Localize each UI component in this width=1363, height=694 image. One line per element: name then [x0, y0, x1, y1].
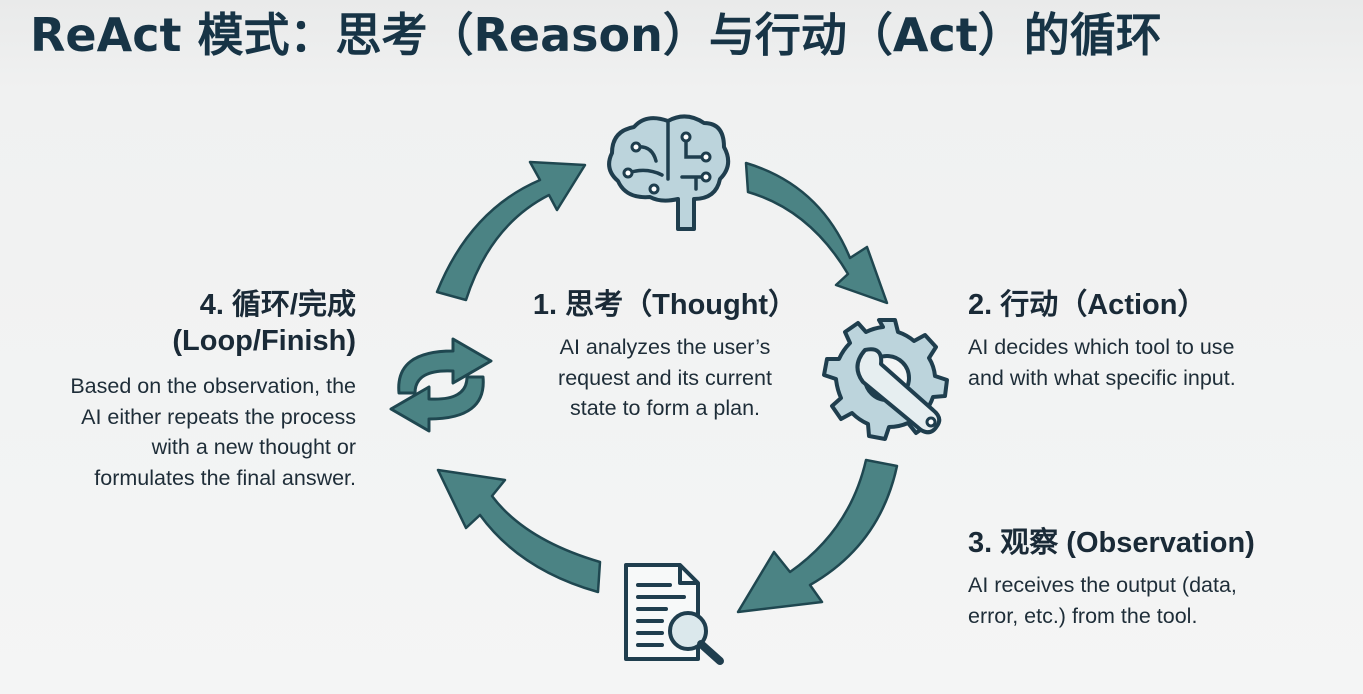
arrow-loop-to-thought	[435, 160, 587, 302]
stage-observation-description: AI receives the output (data, error, etc…	[968, 570, 1308, 631]
gear-wrench-icon	[822, 318, 949, 441]
document-magnifier-icon	[624, 563, 724, 665]
cycle-arrows	[435, 160, 899, 614]
stage-observation-line: error, etc.) from the tool.	[968, 603, 1198, 628]
stage-action-line: AI decides which tool to use	[968, 335, 1235, 359]
stage-loop-heading-line2: (Loop/Finish)	[172, 325, 356, 357]
stage-observation-line: AI receives the output (data,	[968, 573, 1237, 597]
stage-thought-line: AI analyzes the user’s	[559, 335, 771, 359]
stage-loop: 4. 循环/完成 (Loop/Finish) Based on the obse…	[18, 287, 356, 493]
page-title: ReAct 模式：思考（Reason）与行动（Act）的循环	[30, 8, 1162, 62]
stage-action: 2. 行动（Action） AI decides which tool to u…	[968, 287, 1308, 393]
stage-loop-heading: 4. 循环/完成 (Loop/Finish)	[18, 287, 356, 359]
stage-observation-heading: 3. 观察 (Observation)	[968, 527, 1255, 559]
arrow-action-to-observation	[736, 458, 899, 614]
stage-observation: 3. 观察 (Observation) AI receives the outp…	[968, 525, 1308, 631]
stage-thought-description: AI analyzes the user’s request and its c…	[520, 332, 810, 424]
stage-loop-line: Based on the observation, the	[70, 374, 356, 398]
stage-loop-line: AI either repeats the process	[81, 404, 356, 429]
stage-loop-heading-line1: 4. 循环/完成	[199, 289, 356, 321]
stage-thought-line: request and its current	[558, 365, 772, 390]
arrow-thought-to-action	[744, 161, 889, 305]
stage-thought-line: state to form a plan.	[569, 396, 760, 420]
stage-loop-line: formulates the final answer.	[94, 465, 356, 490]
stage-action-description: AI decides which tool to use and with wh…	[968, 332, 1308, 393]
stage-loop-description: Based on the observation, the AI either …	[18, 371, 356, 493]
brain-circuit-icon	[607, 114, 731, 231]
arrow-observation-to-loop	[436, 468, 602, 594]
stage-thought-heading: 1. 思考（Thought）	[532, 289, 798, 321]
stage-thought: 1. 思考（Thought） AI analyzes the user’s re…	[520, 287, 810, 424]
stage-action-line: and with what specific input.	[968, 365, 1236, 390]
refresh-arrows-icon	[389, 337, 493, 433]
stage-loop-line: with a new thought or	[151, 435, 356, 459]
stage-action-heading: 2. 行动（Action）	[968, 289, 1207, 321]
